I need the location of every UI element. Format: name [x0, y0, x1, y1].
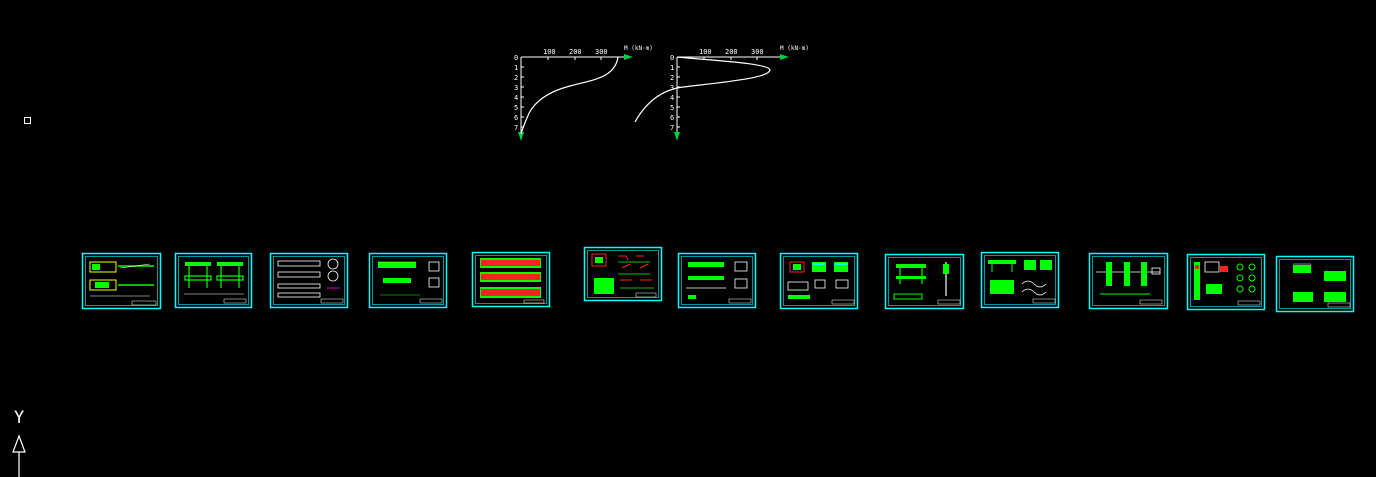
- drawing-sheet-6[interactable]: [583, 246, 663, 302]
- ucs-axis-icon: Y: [12, 408, 26, 477]
- drawing-sheet-9[interactable]: [884, 253, 965, 310]
- y-tick-label: 7: [670, 124, 674, 132]
- x-tick-label: 300: [595, 48, 608, 56]
- y-tick-label: 3: [514, 84, 518, 92]
- moment-curve: [634, 56, 771, 123]
- x-arrow-icon: [780, 54, 789, 60]
- moment-diagram-left[interactable]: 100 200 300 M (kN·m) 0 1 2 3 4 5 6 7: [514, 45, 653, 141]
- drawing-sheet-10[interactable]: [980, 251, 1060, 309]
- pickbox-marker: [24, 117, 31, 124]
- y-tick-label: 6: [670, 114, 674, 122]
- x-tick-label: 200: [569, 48, 582, 56]
- ucs-y-label: Y: [14, 408, 24, 428]
- y-tick-label: 7: [514, 124, 518, 132]
- drawing-sheet-8[interactable]: [779, 252, 859, 310]
- drawing-sheet-1[interactable]: [81, 252, 162, 310]
- drawing-sheet-5[interactable]: [471, 251, 551, 308]
- x-tick-label: 100: [699, 48, 712, 56]
- y-tick-label: 1: [670, 64, 674, 72]
- drawing-sheet-11[interactable]: [1088, 252, 1169, 310]
- y-tick-label: 6: [514, 114, 518, 122]
- drawing-sheet-2[interactable]: [174, 252, 253, 309]
- x-tick-label: 300: [751, 48, 764, 56]
- y-tick-label: 2: [514, 74, 518, 82]
- y-tick-label: 4: [670, 94, 674, 102]
- y-tick-label: 5: [514, 104, 518, 112]
- moment-diagram-right[interactable]: 100 200 300 M (kN·m) 0 1 2 3 4 5 6 7: [634, 45, 809, 141]
- drawing-sheet-3[interactable]: [269, 252, 349, 309]
- drawing-sheet-7[interactable]: [677, 252, 757, 309]
- x-tick-label: 100: [543, 48, 556, 56]
- x-arrow-icon: [624, 54, 633, 60]
- unit-label: M (kN·m): [624, 45, 653, 52]
- y-tick-label: 4: [514, 94, 518, 102]
- y-arrow-icon: [674, 132, 680, 141]
- y-tick-label: 0: [514, 54, 518, 62]
- y-tick-label: 1: [514, 64, 518, 72]
- drawing-sheet-12[interactable]: [1186, 253, 1266, 311]
- x-tick-label: 200: [725, 48, 738, 56]
- moment-curve: [520, 56, 619, 135]
- y-tick-label: 3: [670, 84, 674, 92]
- y-tick-label: 5: [670, 104, 674, 112]
- unit-label: M (kN·m): [780, 45, 809, 52]
- drawing-sheet-4[interactable]: [368, 252, 448, 309]
- y-arrow-icon: [518, 132, 524, 141]
- y-tick-label: 0: [670, 54, 674, 62]
- y-tick-label: 2: [670, 74, 674, 82]
- drawing-sheet-13[interactable]: [1275, 255, 1355, 313]
